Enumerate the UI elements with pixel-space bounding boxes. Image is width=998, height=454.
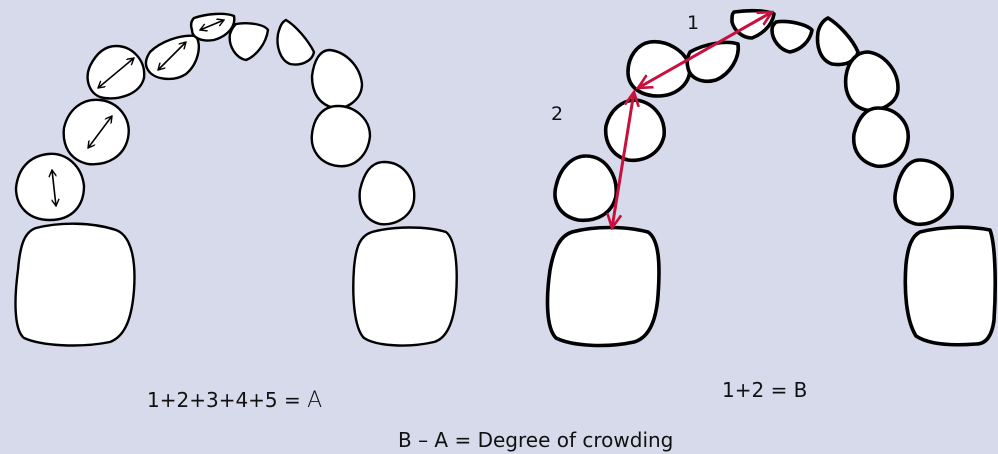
right-arch-lateral [685,40,741,84]
left-lateral-incisor [144,34,200,81]
right-premolar-2a [358,160,416,226]
width-arrow-5 [200,20,224,30]
segment-1-label: 1 [687,12,700,34]
left-arch [14,12,458,347]
available-space-formula: 1+2+3+4+5 = [147,388,301,412]
width-arrow-1 [52,170,56,206]
width-arrow-2 [88,116,112,148]
width-arrow-3 [98,58,134,88]
left-central-incisor-a [189,12,236,42]
left-premolar-2 [14,152,86,222]
available-space-result: A [307,388,323,413]
right-arch [545,8,997,348]
right-arch-canine [626,40,692,98]
left-width-arrows [52,20,224,206]
segment-arrow-2 [612,92,634,228]
right-molar-a [352,226,458,347]
right-arch-premolar-3r [893,158,954,226]
crowding-formula: B – A = Degree of crowding [398,428,674,452]
right-arch-premolar-1r [843,50,900,113]
right-premolar-1a [310,104,372,168]
segment-arrows [612,12,772,228]
right-arch-premolar-1 [603,98,666,163]
right-canine-a [310,48,364,110]
right-arch-molar-right [903,225,997,347]
right-arch-molar-left [545,225,661,348]
left-molar-left [14,222,136,347]
right-arch-premolar-2r [851,106,910,168]
right-arch-central-b [770,19,814,54]
right-arch-premolar-2 [553,154,618,223]
left-premolar-1 [62,98,130,166]
segment-arrow-1 [638,12,772,88]
required-space-equation: 1+2 = B [722,378,808,402]
right-arch-canine-r [815,16,860,67]
right-central-incisor-a [276,18,316,66]
available-space-equation: 1+2+3+4+5 = A [147,388,322,413]
left-central-incisor-b [228,22,270,62]
width-arrow-4 [158,42,186,70]
segment-2-label: 2 [551,103,564,125]
